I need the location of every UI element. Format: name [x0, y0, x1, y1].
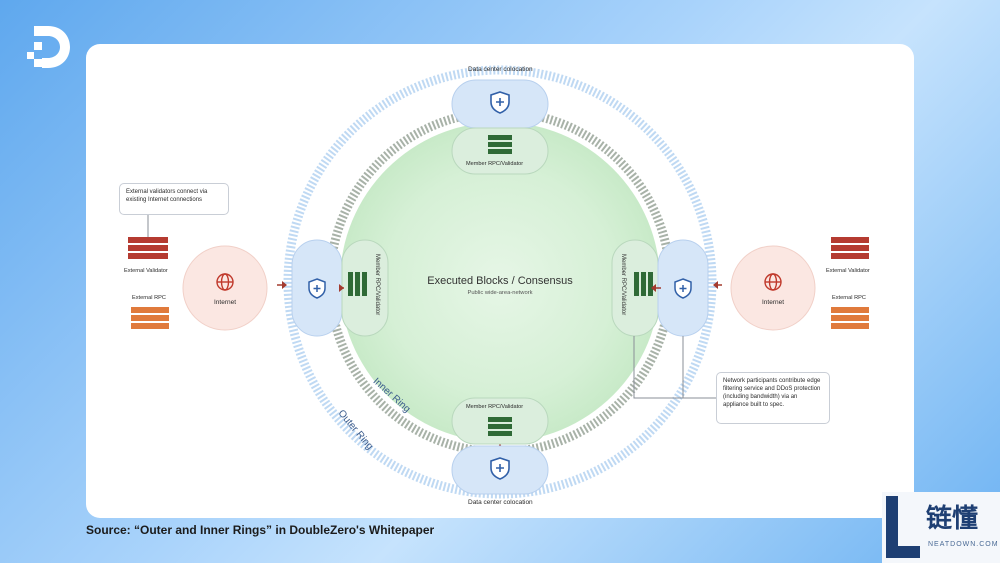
- globe-icon: [764, 273, 782, 291]
- external-rpc-right-icon: [831, 307, 869, 329]
- server-rack-icon: [488, 417, 512, 436]
- shield-plus-icon: [674, 278, 692, 299]
- shield-plus-icon: [490, 91, 510, 114]
- network-diagram: [128, 65, 869, 499]
- shield-plus-icon: [308, 278, 326, 299]
- dc-top-label: Data center colocation: [468, 66, 533, 73]
- external-validator-right-icon: [831, 237, 869, 259]
- globe-icon: [216, 273, 234, 291]
- member-left-label: Member RPC/Validator: [374, 254, 380, 316]
- source-caption: Source: “Outer and Inner Rings” in Doubl…: [86, 523, 435, 537]
- consensus-core: [340, 122, 660, 442]
- member-top-label: Member RPC/Validator: [466, 161, 524, 167]
- member-bottom-label: Member RPC/Validator: [466, 404, 524, 410]
- ext-rpc-right-label: External RPC: [832, 295, 866, 301]
- external-validator-left-icon: [128, 237, 168, 259]
- neatdown-badge: 链懂 NEATDOWN.COM: [882, 492, 1000, 563]
- callout-network-participants: Network participants contribute edge fil…: [716, 372, 830, 424]
- neatdown-logo: [886, 496, 920, 558]
- ext-rpc-left-label: External RPC: [132, 295, 166, 301]
- ext-validator-right-label: External Validator: [826, 268, 870, 274]
- server-rack-icon: [634, 272, 653, 296]
- server-rack-icon: [488, 135, 512, 154]
- center-title: Executed Blocks / Consensus: [427, 275, 573, 287]
- internet-right-circle: [730, 245, 816, 331]
- diagram-panel: Data center colocation Member RPC/Valida…: [86, 44, 914, 518]
- member-right-label: Member RPC/Validator: [620, 254, 626, 316]
- shield-plus-icon: [490, 457, 510, 480]
- doublezero-logo: [27, 26, 70, 68]
- badge-title: 链懂: [926, 503, 979, 533]
- center-subtitle: Public wide-area-network: [467, 290, 533, 296]
- server-rack-icon: [348, 272, 367, 296]
- internet-left-circle: [182, 245, 268, 331]
- ext-validator-left-label: External Validator: [124, 268, 168, 274]
- internet-left-label: Internet: [214, 299, 237, 306]
- callout-external-validators: External validators connect via existing…: [119, 183, 229, 215]
- badge-subtitle: NEATDOWN.COM: [928, 541, 999, 548]
- dc-bottom-label: Data center colocation: [468, 499, 533, 506]
- external-rpc-left-icon: [131, 307, 169, 329]
- internet-right-label: Internet: [762, 299, 785, 306]
